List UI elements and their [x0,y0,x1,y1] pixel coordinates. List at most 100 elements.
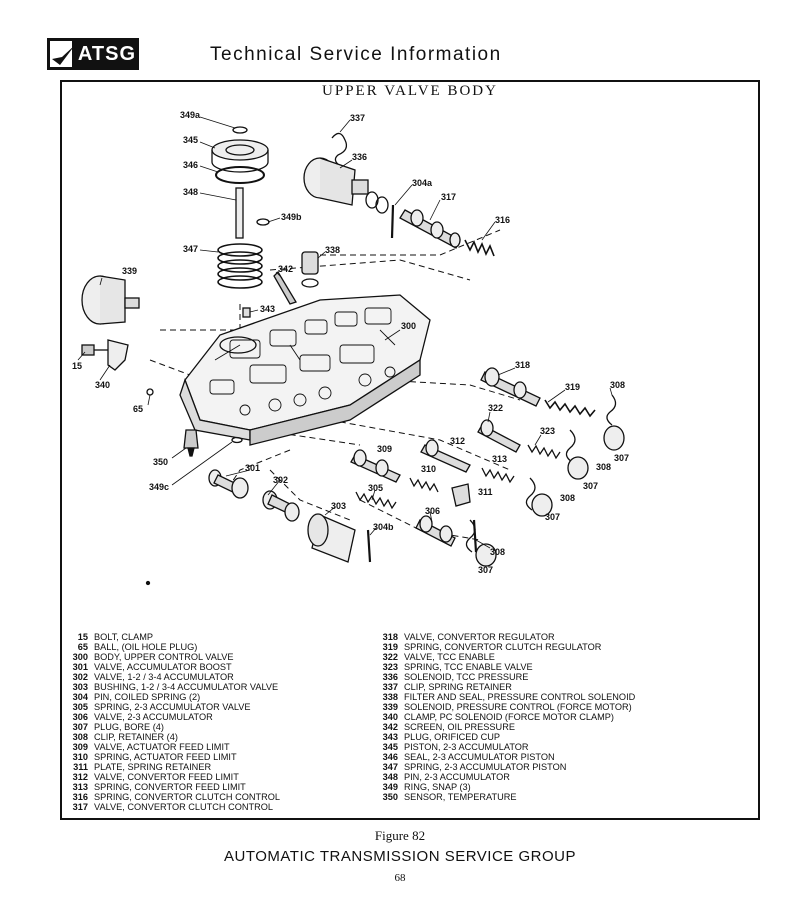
legend-part-number: 322 [382,652,398,662]
legend-part-label: PIN, 2-3 ACCUMULATOR [404,772,510,782]
legend-part-number: 337 [382,682,398,692]
legend-part-number: 303 [72,682,88,692]
legend-part-number: 65 [77,642,88,652]
callout-349c: 349c [149,482,169,492]
legend-part-number: 350 [382,792,398,802]
callout-323: 323 [540,426,555,436]
callout-348: 348 [183,187,198,197]
callout-304a: 304a [412,178,433,188]
legend-item: 350 SENSOR, TEMPERATURE [374,792,635,802]
legend-part-number: 316 [72,792,88,802]
callout-349a: 349a [180,110,201,120]
legend-part-number: 340 [382,712,398,722]
page-number: 68 [394,872,406,884]
callout-305: 305 [368,483,383,493]
diagram-title: UPPER VALVE BODY [322,83,498,99]
callout-313: 313 [492,454,507,464]
legend-part-number: 304 [72,692,88,702]
callout-316: 316 [495,215,510,225]
legend-part-number: 301 [72,662,88,672]
diagram-frame [60,80,760,820]
footer-organization: AUTOMATIC TRANSMISSION SERVICE GROUP [224,848,576,865]
callout-300: 300 [401,321,416,331]
legend-part-number: 338 [382,692,398,702]
legend-part-label: PIN, COILED SPRING (2) [94,692,201,702]
legend-part-number: 345 [382,742,398,752]
callout-346: 346 [183,160,198,170]
legend-part-number: 342 [382,722,398,732]
legend-item: 301 VALVE, ACCUMULATOR BOOST [64,662,280,672]
legend-part-number: 339 [382,702,398,712]
legend-part-label: SENSOR, TEMPERATURE [404,792,517,802]
upper-valve-body-300 [179,294,431,446]
legend-part-label: PLUG, ORIFICED CUP [404,732,500,742]
legend-part-number: 347 [382,762,398,772]
callout-312: 312 [450,436,465,446]
legend-part-label: BALL, (OIL HOLE PLUG) [94,642,198,652]
legend-item: 65 BALL, (OIL HOLE PLUG) [64,642,280,652]
legend-part-label: CLIP, SPRING RETAINER [404,682,512,692]
callout-307-d: 307 [478,565,493,575]
callout-308-b: 308 [596,462,611,472]
callout-342: 342 [278,264,293,274]
callout-347: 347 [183,244,198,254]
callout-338: 338 [325,245,340,255]
legend-part-label: SPRING, CONVERTOR FEED LIMIT [94,782,246,792]
legend-part-label: PLATE, SPRING RETAINER [94,762,212,772]
legend-part-label: RING, SNAP (3) [404,782,471,792]
legend-part-number: 300 [72,652,88,662]
legend-part-number: 343 [382,732,398,742]
callout-322: 322 [488,403,503,413]
legend-part-number: 318 [382,632,398,642]
legend-part-number: 311 [73,762,88,772]
legend-part-label: VALVE, TCC ENABLE [404,652,495,662]
legend-item: 322 VALVE, TCC ENABLE [374,652,635,662]
legend-item: 342 SCREEN, OIL PRESSURE [374,722,635,732]
callout-65: 65 [133,404,143,414]
callout-308-d: 308 [490,547,505,557]
callout-308-a: 308 [610,380,625,390]
callout-303: 303 [331,501,346,511]
legend-part-number: 302 [72,672,88,682]
legend-part-label: FILTER AND SEAL, PRESSURE CONTROL SOLENO… [404,692,636,702]
legend-item: 311 PLATE, SPRING RETAINER [64,762,280,772]
callout-345: 345 [183,135,198,145]
legend-part-label: CLAMP, PC SOLENOID (FORCE MOTOR CLAMP) [404,712,614,722]
callout-336: 336 [352,152,367,162]
legend-part-label: SOLENOID, TCC PRESSURE [404,672,529,682]
callout-301: 301 [245,463,260,473]
legend-part-number: 312 [72,772,88,782]
legend-part-label: SCREEN, OIL PRESSURE [404,722,515,732]
legend-part-label: PLUG, BORE (4) [94,722,164,732]
legend-part-number: 346 [382,752,398,762]
legend-part-label: SEAL, 2-3 ACCUMULATOR PISTON [404,752,555,762]
callout-318: 318 [515,360,530,370]
legend-part-number: 309 [72,742,88,752]
callout-317: 317 [441,192,456,202]
legend-part-number: 307 [72,722,88,732]
callout-340: 340 [95,380,110,390]
callout-308-c: 308 [560,493,575,503]
legend-part-label: SPRING, TCC ENABLE VALVE [404,662,533,672]
legend-item: 304 PIN, COILED SPRING (2) [64,692,280,702]
callout-307-c: 307 [545,512,560,522]
callout-319: 319 [565,382,580,392]
callout-349b: 349b [281,212,302,222]
legend-part-number: 306 [72,712,88,722]
legend-part-label: VALVE, ACCUMULATOR BOOST [94,662,232,672]
legend-part-number: 305 [72,702,88,712]
legend-item: 340 CLAMP, PC SOLENOID (FORCE MOTOR CLAMP… [374,712,635,722]
legend-part-label: BUSHING, 1-2 / 3-4 ACCUMULATOR VALVE [94,682,279,692]
callout-343: 343 [260,304,275,314]
legend-part-label: CLIP, RETAINER (4) [94,732,178,742]
